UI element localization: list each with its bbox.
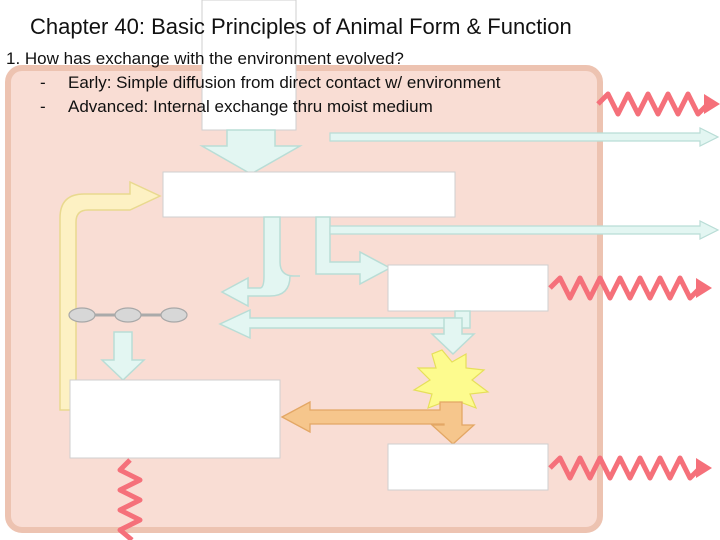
arrow-into-digestive-box — [199, 129, 303, 175]
outflow-arrow-2 — [329, 220, 720, 240]
wavy-arrow-2-head — [696, 278, 712, 298]
return-arrow — [218, 308, 471, 340]
wavy-arrow-2 — [548, 275, 702, 301]
bullet-advanced: - Advanced: Internal exchange thru moist … — [40, 97, 433, 117]
absorption-arrow — [220, 216, 300, 308]
arrow-to-cell-box — [100, 331, 146, 382]
outflow-arrow-1 — [329, 127, 720, 147]
bullet-dash: - — [40, 73, 46, 92]
molecule-chain-icon — [68, 307, 188, 323]
absorption-arrow-right — [315, 216, 392, 286]
cell-box — [69, 379, 281, 459]
wavy-arrow-3 — [548, 455, 702, 481]
wavy-arrow-3-head — [696, 458, 712, 478]
wavy-arrow-4 — [117, 458, 143, 540]
top-box — [201, 0, 297, 131]
waste-box — [387, 443, 549, 491]
bullet-text: Early: Simple diffusion from direct cont… — [68, 73, 501, 92]
arrow-to-starburst — [430, 317, 476, 356]
slide-title: Chapter 40: Basic Principles of Animal F… — [30, 14, 572, 39]
bullet-text: Advanced: Internal exchange thru moist m… — [68, 97, 433, 116]
wavy-arrow-1-head — [704, 94, 720, 114]
bullet-dash: - — [40, 97, 46, 116]
wavy-arrow-1 — [596, 91, 710, 117]
exchange-box — [387, 264, 549, 312]
bullet-early: - Early: Simple diffusion from direct con… — [40, 73, 500, 93]
digestive-box — [162, 171, 456, 218]
question-text: 1. How has exchange with the environment… — [6, 49, 404, 68]
energy-arrow — [280, 400, 476, 445]
